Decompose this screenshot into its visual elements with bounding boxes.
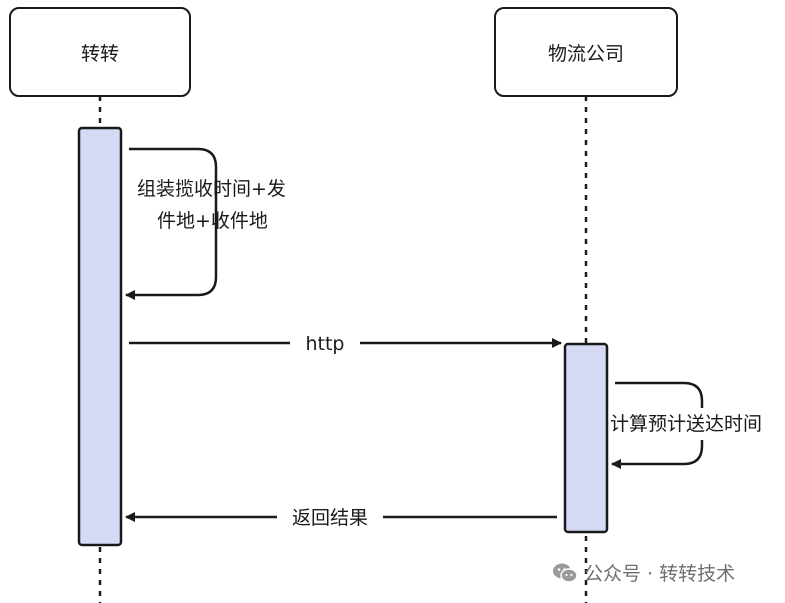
self-message-left-line1: 组装揽收时间+发 [137, 178, 286, 200]
self-message-right-label: 计算预计送达时间 [610, 408, 780, 440]
participant-right-label: 物流公司 [547, 42, 624, 65]
request-label: http [290, 328, 360, 360]
response-label: 返回结果 [277, 502, 383, 534]
activation-bar-left [77, 126, 123, 547]
self-message-left-arrow [125, 147, 218, 300]
watermark: 公众号 · 转转技术 [552, 559, 735, 586]
wechat-icon [553, 563, 578, 583]
watermark-text: 公众号 · 转转技术 [584, 563, 736, 585]
participant-left-box: 转转 [9, 7, 191, 97]
participant-left-label: 转转 [80, 42, 119, 65]
participant-right-box: 物流公司 [494, 7, 678, 97]
self-message-left-label: 组装揽收时间+发 件地+收件地 [137, 173, 286, 237]
activation-bar-right [563, 342, 609, 534]
self-message-left-line2: 件地+收件地 [157, 210, 268, 232]
